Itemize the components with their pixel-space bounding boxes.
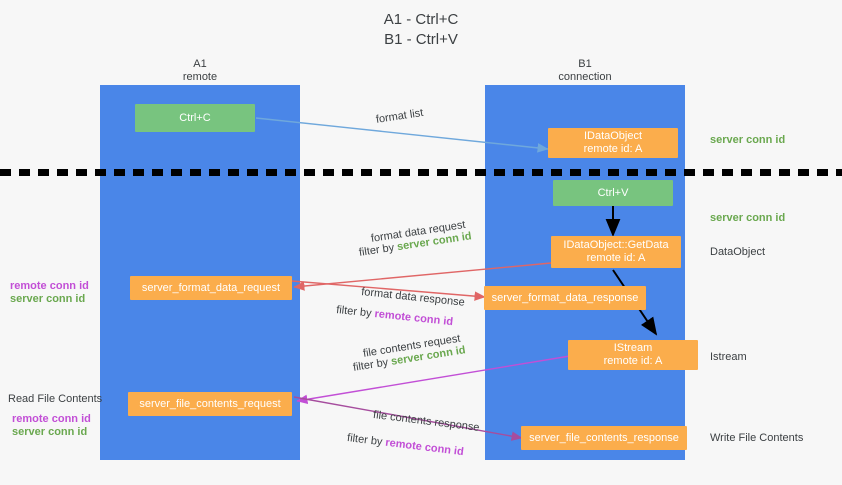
left-label-remote-conn-id-2: remote conn id <box>12 413 91 425</box>
filter-prefix: filter by <box>352 355 393 374</box>
lane-b1-sub: connection <box>558 71 612 83</box>
box-server-file-contents-request-line1: server_file_contents_request <box>139 397 281 410</box>
left-label-server-conn-id-2: server conn id <box>12 426 88 438</box>
lane-header-b1: B1 connection <box>485 58 685 84</box>
box-ctrl-v[interactable]: Ctrl+V <box>553 180 673 206</box>
box-server-format-data-response-line1: server_format_data_response <box>491 291 639 304</box>
box-ctrl-c[interactable]: Ctrl+C <box>135 104 255 132</box>
left-label-server-conn-id-1: server conn id <box>10 293 86 305</box>
box-server-format-data-request[interactable]: server_format_data_request <box>130 276 292 300</box>
box-istream-line1: IStream <box>613 342 653 354</box>
title-line-2: B1 - Ctrl+V <box>384 31 458 48</box>
box-idataobject-getdata[interactable]: IDataObject::GetData remote id: A <box>551 236 681 268</box>
box-idataobject-line2: remote id: A <box>583 143 643 155</box>
box-server-format-data-response[interactable]: server_format_data_response <box>484 286 646 310</box>
title-line-1: A1 - Ctrl+C <box>383 11 459 28</box>
edge-label-file-contents-response: file contents response <box>372 408 481 434</box>
box-idataobject[interactable]: IDataObject remote id: A <box>548 128 678 158</box>
box-ctrl-c-line1: Ctrl+C <box>179 111 211 124</box>
right-label-server-conn-id-top: server conn id <box>710 134 786 146</box>
box-server-file-contents-response[interactable]: server_file_contents_response <box>521 426 687 450</box>
lane-header-a1: A1 remote <box>100 58 300 84</box>
lane-a1-name: A1 <box>193 58 207 70</box>
filter-prefix: filter by <box>346 431 387 449</box>
right-label-dataobject: DataObject <box>710 246 766 258</box>
filter-prefix: filter by <box>335 303 376 320</box>
filter-prefix: filter by <box>358 241 399 259</box>
phase-divider <box>0 169 842 176</box>
edge-label-format-list: format list <box>375 106 425 126</box>
box-idataobject-line1: IDataObject <box>583 130 643 142</box>
edge-label-format-data-response: format data response <box>360 285 466 309</box>
filter-value-remote-conn-id: remote conn id <box>384 436 465 459</box>
box-ctrl-v-line1: Ctrl+V <box>597 186 629 199</box>
right-label-istream: Istream <box>710 351 747 363</box>
box-server-format-data-request-line1: server_format_data_request <box>141 281 281 294</box>
diagram-title: A1 - Ctrl+C B1 - Ctrl+V <box>0 10 842 50</box>
left-label-remote-conn-id-1: remote conn id <box>10 280 89 292</box>
box-server-file-contents-request[interactable]: server_file_contents_request <box>128 392 292 416</box>
left-label-read-file-contents: Read File Contents <box>8 393 103 405</box>
right-label-server-conn-id-mid: server conn id <box>710 212 786 224</box>
filter-value-remote-conn-id: remote conn id <box>373 308 454 329</box>
box-istream[interactable]: IStream remote id: A <box>568 340 698 370</box>
box-server-file-contents-response-line1: server_file_contents_response <box>529 431 679 444</box>
right-label-write-file-contents: Write File Contents <box>710 432 804 444</box>
lane-a1-sub: remote <box>182 71 218 83</box>
edge-label-file-contents-response-filter: filter by remote conn id <box>346 431 464 459</box>
box-istream-line2: remote id: A <box>603 355 663 367</box>
lane-b1-name: B1 <box>578 58 592 70</box>
box-idataobject-getdata-line2: remote id: A <box>586 252 646 264</box>
box-idataobject-getdata-line1: IDataObject::GetData <box>563 239 669 251</box>
